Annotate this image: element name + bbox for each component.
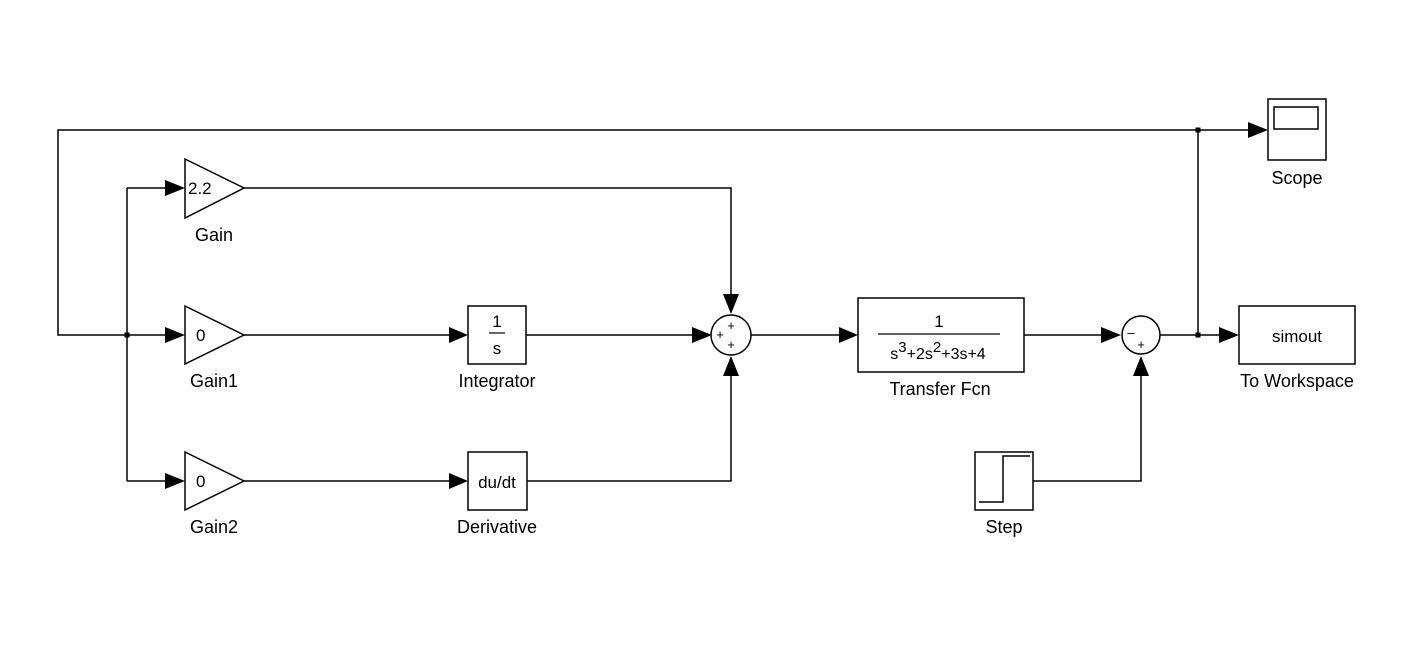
sum-sign-top: + — [727, 318, 735, 333]
scope-screen-icon — [1273, 106, 1319, 130]
arrowhead-up — [1133, 356, 1149, 376]
arrowhead-right — [165, 473, 185, 489]
integrator-box[interactable] — [467, 305, 527, 365]
signal-line-gain-to-sum[interactable] — [244, 187, 732, 296]
gain2-block[interactable]: 0 — [184, 450, 246, 512]
sum2-sign-left: – — [1127, 325, 1135, 340]
step-label: Step — [985, 517, 1022, 537]
arrowhead-right — [449, 473, 468, 489]
sum2-sign-bottom: + — [1137, 337, 1145, 352]
gain1-block[interactable]: 0 — [184, 304, 246, 366]
transfer-fcn-block[interactable]: 1 s3+2s2+3s+4 — [857, 297, 1025, 373]
scope-label: Scope — [1271, 168, 1322, 188]
sum-sign-bottom: + — [727, 337, 735, 352]
arrowhead-right — [165, 327, 185, 343]
branch-point — [1195, 127, 1201, 133]
sum2-circle[interactable] — [1121, 315, 1161, 355]
step-block[interactable] — [974, 451, 1034, 511]
branch-point — [1195, 332, 1201, 338]
transfer-fcn-box[interactable] — [857, 297, 1025, 373]
arrowhead-right — [165, 180, 185, 196]
sum-sign-left: + — [716, 327, 724, 342]
arrowhead-down — [723, 294, 739, 314]
derivative-box[interactable] — [467, 451, 528, 511]
scope-block[interactable] — [1267, 98, 1327, 161]
step-icon — [979, 455, 1030, 503]
to-workspace-block[interactable]: simout — [1238, 305, 1356, 365]
to-workspace-box[interactable] — [1238, 305, 1356, 365]
signal-line-derivative-to-sum[interactable] — [527, 374, 732, 482]
branch-points — [124, 127, 1201, 338]
branch-point — [124, 332, 130, 338]
arrowhead-right — [692, 327, 712, 343]
sum-block[interactable]: + + + — [710, 314, 752, 356]
gain1-triangle[interactable] — [184, 304, 246, 366]
to-workspace-label: To Workspace — [1240, 371, 1354, 391]
arrowhead-right — [1101, 327, 1121, 343]
gain1-value: 0 — [196, 326, 205, 345]
gain1-label: Gain1 — [190, 371, 238, 391]
arrowheads — [165, 122, 1268, 489]
arrowhead-right — [1219, 327, 1239, 343]
gain-triangle[interactable] — [184, 157, 246, 220]
integrator-numerator: 1 — [492, 312, 501, 331]
to-workspace-variable: simout — [1272, 327, 1322, 346]
sum2-block[interactable]: – + — [1121, 315, 1161, 355]
gain2-triangle[interactable] — [184, 450, 246, 512]
gain-value: 2.2 — [188, 179, 212, 198]
gain-label: Gain — [195, 225, 233, 245]
signal-line-step-to-sum2[interactable] — [1033, 374, 1142, 482]
derivative-text: du/dt — [478, 473, 516, 492]
transfer-fcn-label: Transfer Fcn — [889, 379, 990, 399]
gain2-label: Gain2 — [190, 517, 238, 537]
gain2-value: 0 — [196, 472, 205, 491]
arrowhead-right — [1248, 122, 1268, 138]
signal-line-to-scope[interactable] — [1197, 129, 1250, 335]
sum-circle[interactable] — [710, 314, 752, 356]
signal-lines — [57, 129, 1250, 482]
arrowhead-right — [839, 327, 858, 343]
derivative-label: Derivative — [457, 517, 537, 537]
transfer-fcn-numerator: 1 — [934, 312, 943, 331]
arrowhead-up — [723, 356, 739, 376]
derivative-block[interactable]: du/dt — [467, 451, 528, 511]
integrator-block[interactable]: 1 s — [467, 305, 527, 365]
integrator-denominator: s — [493, 339, 502, 358]
step-box[interactable] — [974, 451, 1034, 511]
arrowhead-right — [449, 327, 468, 343]
signal-line-feedback[interactable] — [57, 129, 1198, 336]
transfer-fcn-denominator: s3+2s2+3s+4 — [890, 339, 986, 363]
integrator-label: Integrator — [458, 371, 535, 391]
gain-block[interactable]: 2.2 — [184, 157, 246, 220]
